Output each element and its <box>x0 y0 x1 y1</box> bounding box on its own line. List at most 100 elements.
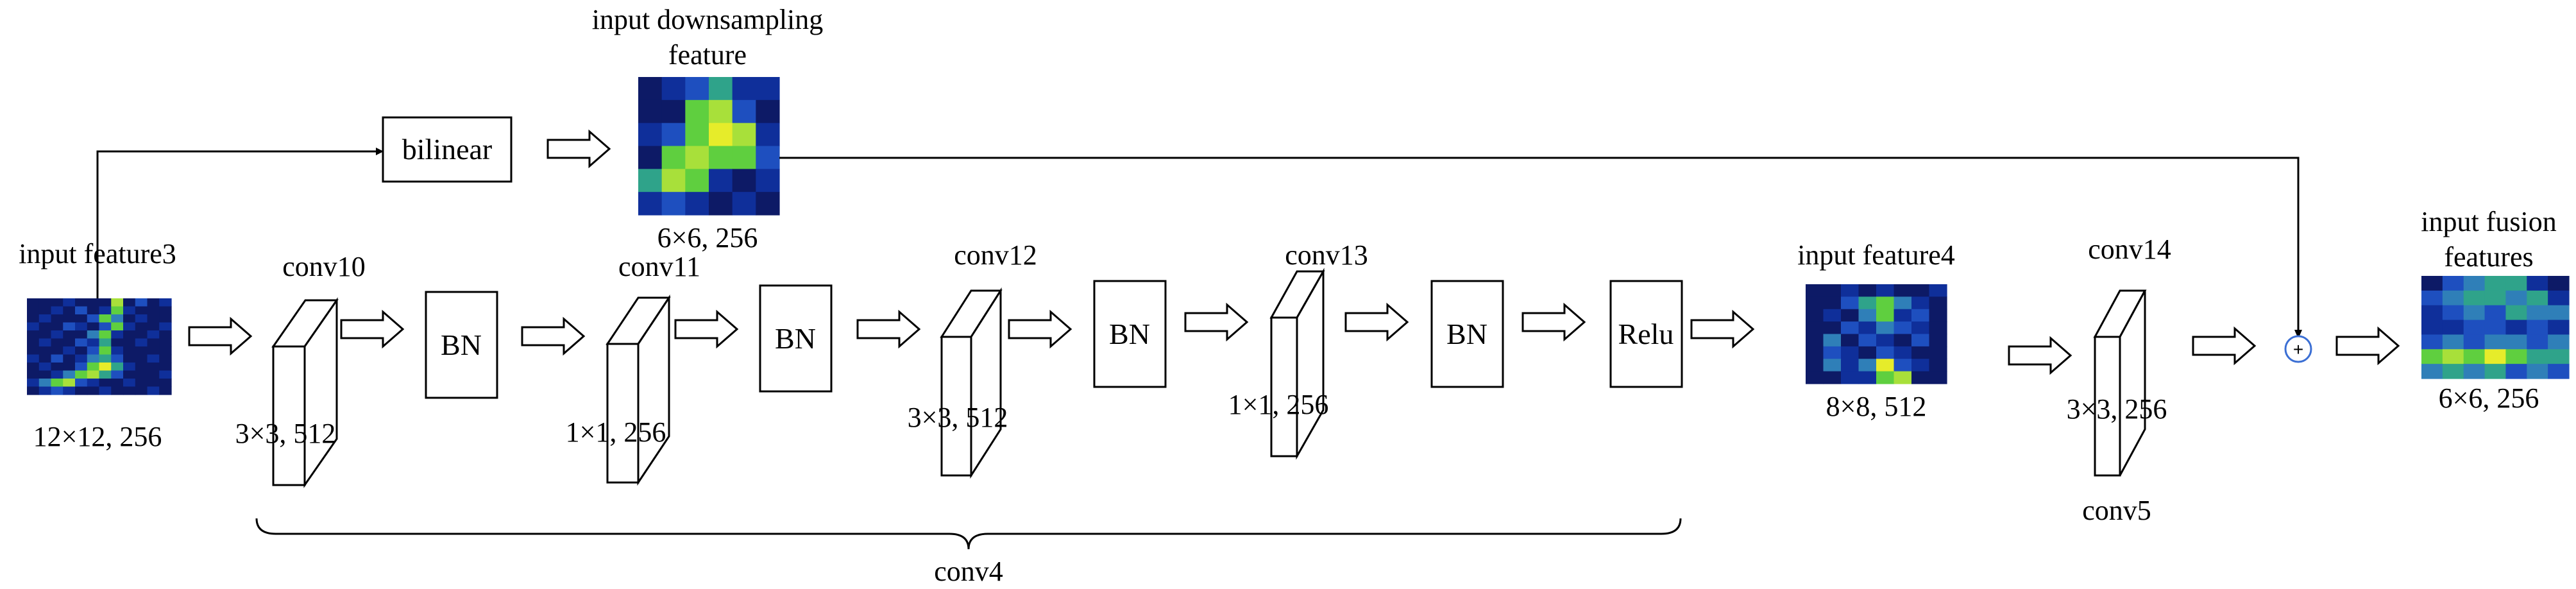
conv14-title: conv14 <box>2088 234 2171 265</box>
bn2-box <box>759 284 833 393</box>
heatmap-cell <box>111 370 124 379</box>
input-feature4-dims: 8×8, 512 <box>1826 391 1927 422</box>
heatmap-cell <box>1894 346 1912 359</box>
heatmap-cell <box>123 298 136 307</box>
heatmap-cell <box>75 314 88 323</box>
heatmap-cell <box>1823 284 1842 297</box>
heatmap-cell <box>38 354 52 363</box>
heatmap-cell <box>1876 359 1895 372</box>
heatmap-cell <box>1876 296 1895 310</box>
arrow-bn4-to-relu <box>1521 302 1586 342</box>
heatmap-cell <box>685 99 709 124</box>
heatmap-cell <box>685 169 709 192</box>
heatmap-cell <box>2442 349 2464 364</box>
heatmap-cell <box>2527 334 2548 350</box>
heatmap-cell <box>159 354 172 363</box>
heatmap-cell <box>123 370 136 379</box>
heatmap-cell <box>99 306 112 315</box>
heatmap-cell <box>111 298 124 307</box>
conv13-block <box>1269 268 1325 460</box>
skip-connection-line <box>96 150 378 298</box>
heatmap-cell <box>135 379 148 388</box>
relu-label: Relu <box>1618 318 1674 350</box>
heatmap-cell <box>63 306 76 315</box>
heatmap-cell <box>38 346 52 355</box>
heatmap-cell <box>38 363 52 371</box>
heatmap-cell <box>732 77 756 101</box>
heatmap-cell <box>709 146 733 169</box>
heatmap-cell <box>1929 371 1947 384</box>
heatmap-cell <box>99 346 112 355</box>
bn1-label: BN <box>441 329 482 361</box>
heatmap-cell <box>2421 349 2443 364</box>
heatmap-cell <box>147 370 160 379</box>
heatmap-cell <box>2527 364 2548 379</box>
heatmap-cell <box>159 338 172 347</box>
heatmap-cell <box>2442 334 2464 350</box>
conv10-dims: 3×3, 512 <box>235 418 336 449</box>
heatmap-cell <box>63 346 76 355</box>
heatmap-cell <box>111 354 124 363</box>
heatmap-cell <box>661 192 686 216</box>
heatmap-cell <box>63 386 76 395</box>
heatmap-cell <box>2463 349 2486 364</box>
heatmap-cell <box>709 77 733 101</box>
arrow-conv10-to-bn1 <box>340 309 405 349</box>
heatmap-cell <box>1929 296 1947 310</box>
heatmap-cell <box>1929 309 1947 322</box>
heatmap-cell <box>63 330 76 339</box>
heatmap-cell <box>1858 321 1877 335</box>
heatmap-cell <box>1841 284 1860 297</box>
heatmap-cell <box>1841 309 1860 322</box>
heatmap-cell <box>99 370 112 379</box>
heatmap-cell <box>123 346 136 355</box>
heatmap-cell <box>27 386 40 395</box>
heatmap-cell <box>756 146 780 169</box>
heatmap-cell <box>135 338 148 347</box>
conv13-title: conv13 <box>1285 239 1368 271</box>
heatmap-cell <box>147 314 160 323</box>
heatmap-cell <box>63 379 76 388</box>
heatmap-cell <box>27 370 40 379</box>
conv10-block <box>271 297 339 488</box>
heatmap-cell <box>2505 305 2527 321</box>
heatmap-cell <box>75 306 88 315</box>
heatmap-cell <box>159 306 172 315</box>
heatmap-cell <box>732 192 756 216</box>
input-feature3-title: input feature3 <box>19 238 176 269</box>
heatmap-cell <box>2484 276 2507 291</box>
heatmap-cell <box>2527 320 2548 336</box>
heatmap-cell <box>123 338 136 347</box>
arrow-input4-to-conv14 <box>2008 336 2072 375</box>
conv13-dims: 1×1, 256 <box>1228 389 1329 420</box>
heatmap-cell <box>1858 346 1877 359</box>
heatmap-cell <box>2484 320 2507 336</box>
heatmap-cell <box>75 298 88 307</box>
fusion-heatmap <box>2421 276 2570 379</box>
heatmap-cell <box>709 169 733 192</box>
heatmap-cell <box>27 363 40 371</box>
heatmap-cell <box>135 354 148 363</box>
heatmap-cell <box>1823 359 1842 372</box>
heatmap-cell <box>756 169 780 192</box>
heatmap-cell <box>661 146 686 169</box>
heatmap-cell <box>51 306 64 315</box>
arrow-bn1-to-conv11 <box>521 316 586 356</box>
heatmap-cell <box>75 379 88 388</box>
heatmap-cell <box>1894 359 1912 372</box>
heatmap-cell <box>1823 309 1842 322</box>
heatmap-cell <box>1841 296 1860 310</box>
heatmap-cell <box>51 330 64 339</box>
heatmap-cell <box>51 386 64 395</box>
heatmap-cell <box>135 306 148 315</box>
heatmap-cell <box>38 314 52 323</box>
heatmap-cell <box>685 146 709 169</box>
heatmap-cell <box>2548 349 2570 364</box>
heatmap-cell <box>159 330 172 339</box>
heatmap-cell <box>51 379 64 388</box>
heatmap-cell <box>1841 321 1860 335</box>
heatmap-cell <box>638 146 663 169</box>
heatmap-cell <box>1911 309 1930 322</box>
heatmap-cell <box>159 298 172 307</box>
